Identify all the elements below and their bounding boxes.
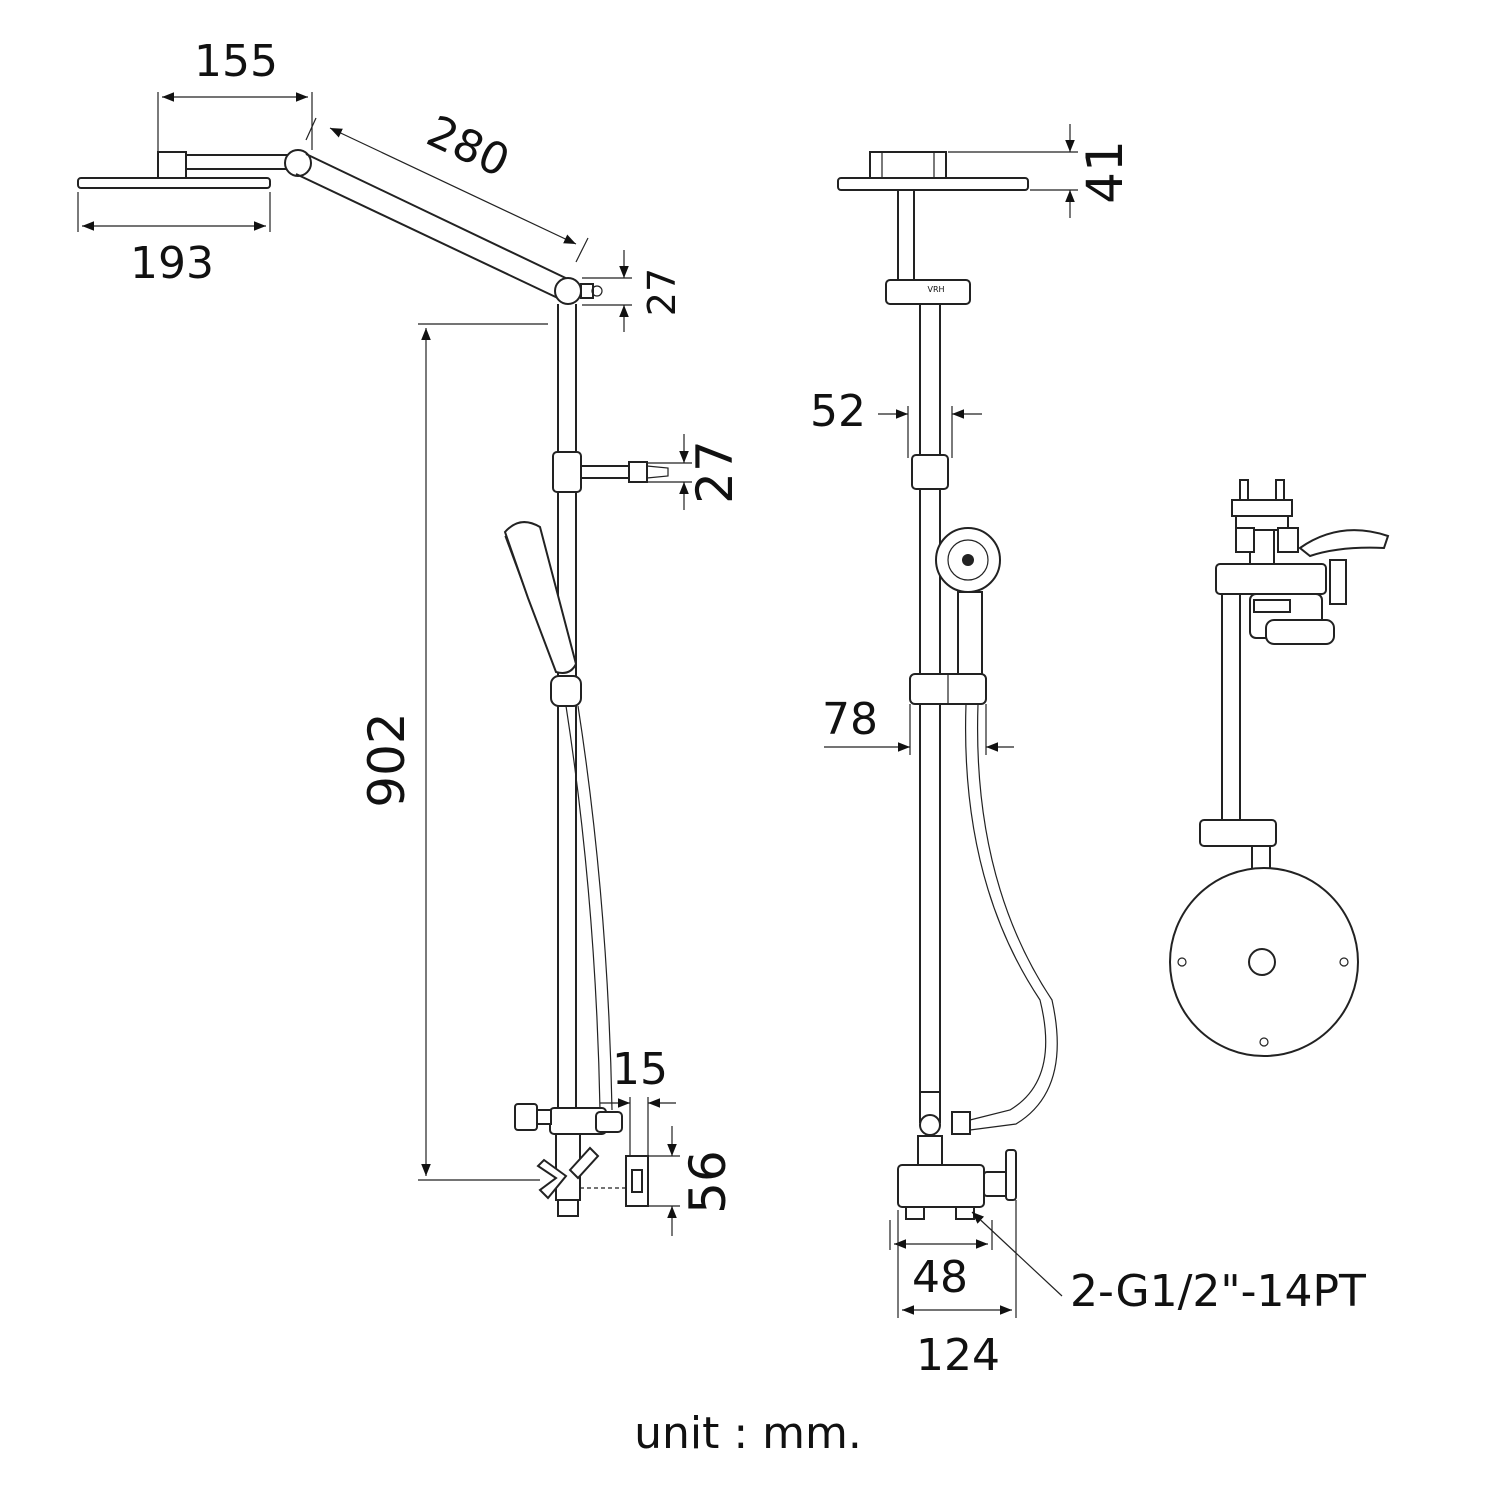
dim-27-top: 27: [582, 250, 684, 332]
thread-spec-callout: 2-G1/2"-14PT: [971, 1211, 1366, 1317]
dim-48-label: 48: [912, 1252, 968, 1303]
side-shower-arm: [295, 153, 603, 305]
dim-124-label: 124: [916, 1330, 1000, 1381]
dim-155: 155: [157, 36, 313, 152]
dim-41: 41: [948, 124, 1134, 218]
front-hand-shower: [909, 527, 1058, 1131]
side-mixer: [514, 1103, 649, 1217]
dim-193: 193: [77, 192, 271, 289]
dim-52: 52: [810, 386, 982, 458]
dim-15: 15: [600, 1044, 676, 1156]
top-shower-head: [1169, 867, 1359, 1057]
dim-78-label: 78: [822, 694, 878, 745]
front-shower-head: VRH: [837, 151, 1029, 305]
dim-280: 280: [305, 106, 589, 263]
front-mixer: [897, 1091, 1017, 1220]
side-shower-head: [77, 149, 312, 189]
dim-56-label: 56: [679, 1150, 737, 1214]
side-hand-shower: [503, 521, 613, 1111]
brand-mark: VRH: [927, 285, 944, 294]
dim-27-middle: 27: [648, 434, 744, 510]
dim-902-label: 902: [358, 712, 416, 807]
dim-193-label: 193: [130, 238, 214, 289]
dim-902: 902: [358, 323, 548, 1181]
dim-48: 48: [889, 1220, 993, 1303]
dim-27-middle-label: 27: [686, 440, 744, 504]
front-clamp: [911, 454, 949, 490]
front-view: VRH: [810, 124, 1366, 1381]
top-mixer-body: [1215, 563, 1335, 645]
dim-41-label: 41: [1076, 140, 1134, 204]
dim-52-label: 52: [810, 386, 866, 437]
dim-78: 78: [822, 694, 1014, 755]
dim-155-label: 155: [194, 36, 278, 87]
dim-27-top-label: 27: [640, 268, 684, 316]
thread-spec-label: 2-G1/2"-14PT: [1070, 1266, 1366, 1317]
unit-note: unit : mm.: [634, 1408, 862, 1459]
side-middle-bracket: [552, 451, 669, 493]
dim-280-label: 280: [419, 106, 517, 188]
dim-15-label: 15: [612, 1044, 668, 1095]
top-view: [1169, 479, 1390, 1057]
side-rail: [557, 304, 577, 1118]
front-rail: [919, 304, 941, 1120]
dim-124: 124: [897, 1200, 1017, 1381]
side-view: 155 280 193 27 27: [77, 36, 744, 1236]
dim-56: 56: [648, 1126, 737, 1236]
